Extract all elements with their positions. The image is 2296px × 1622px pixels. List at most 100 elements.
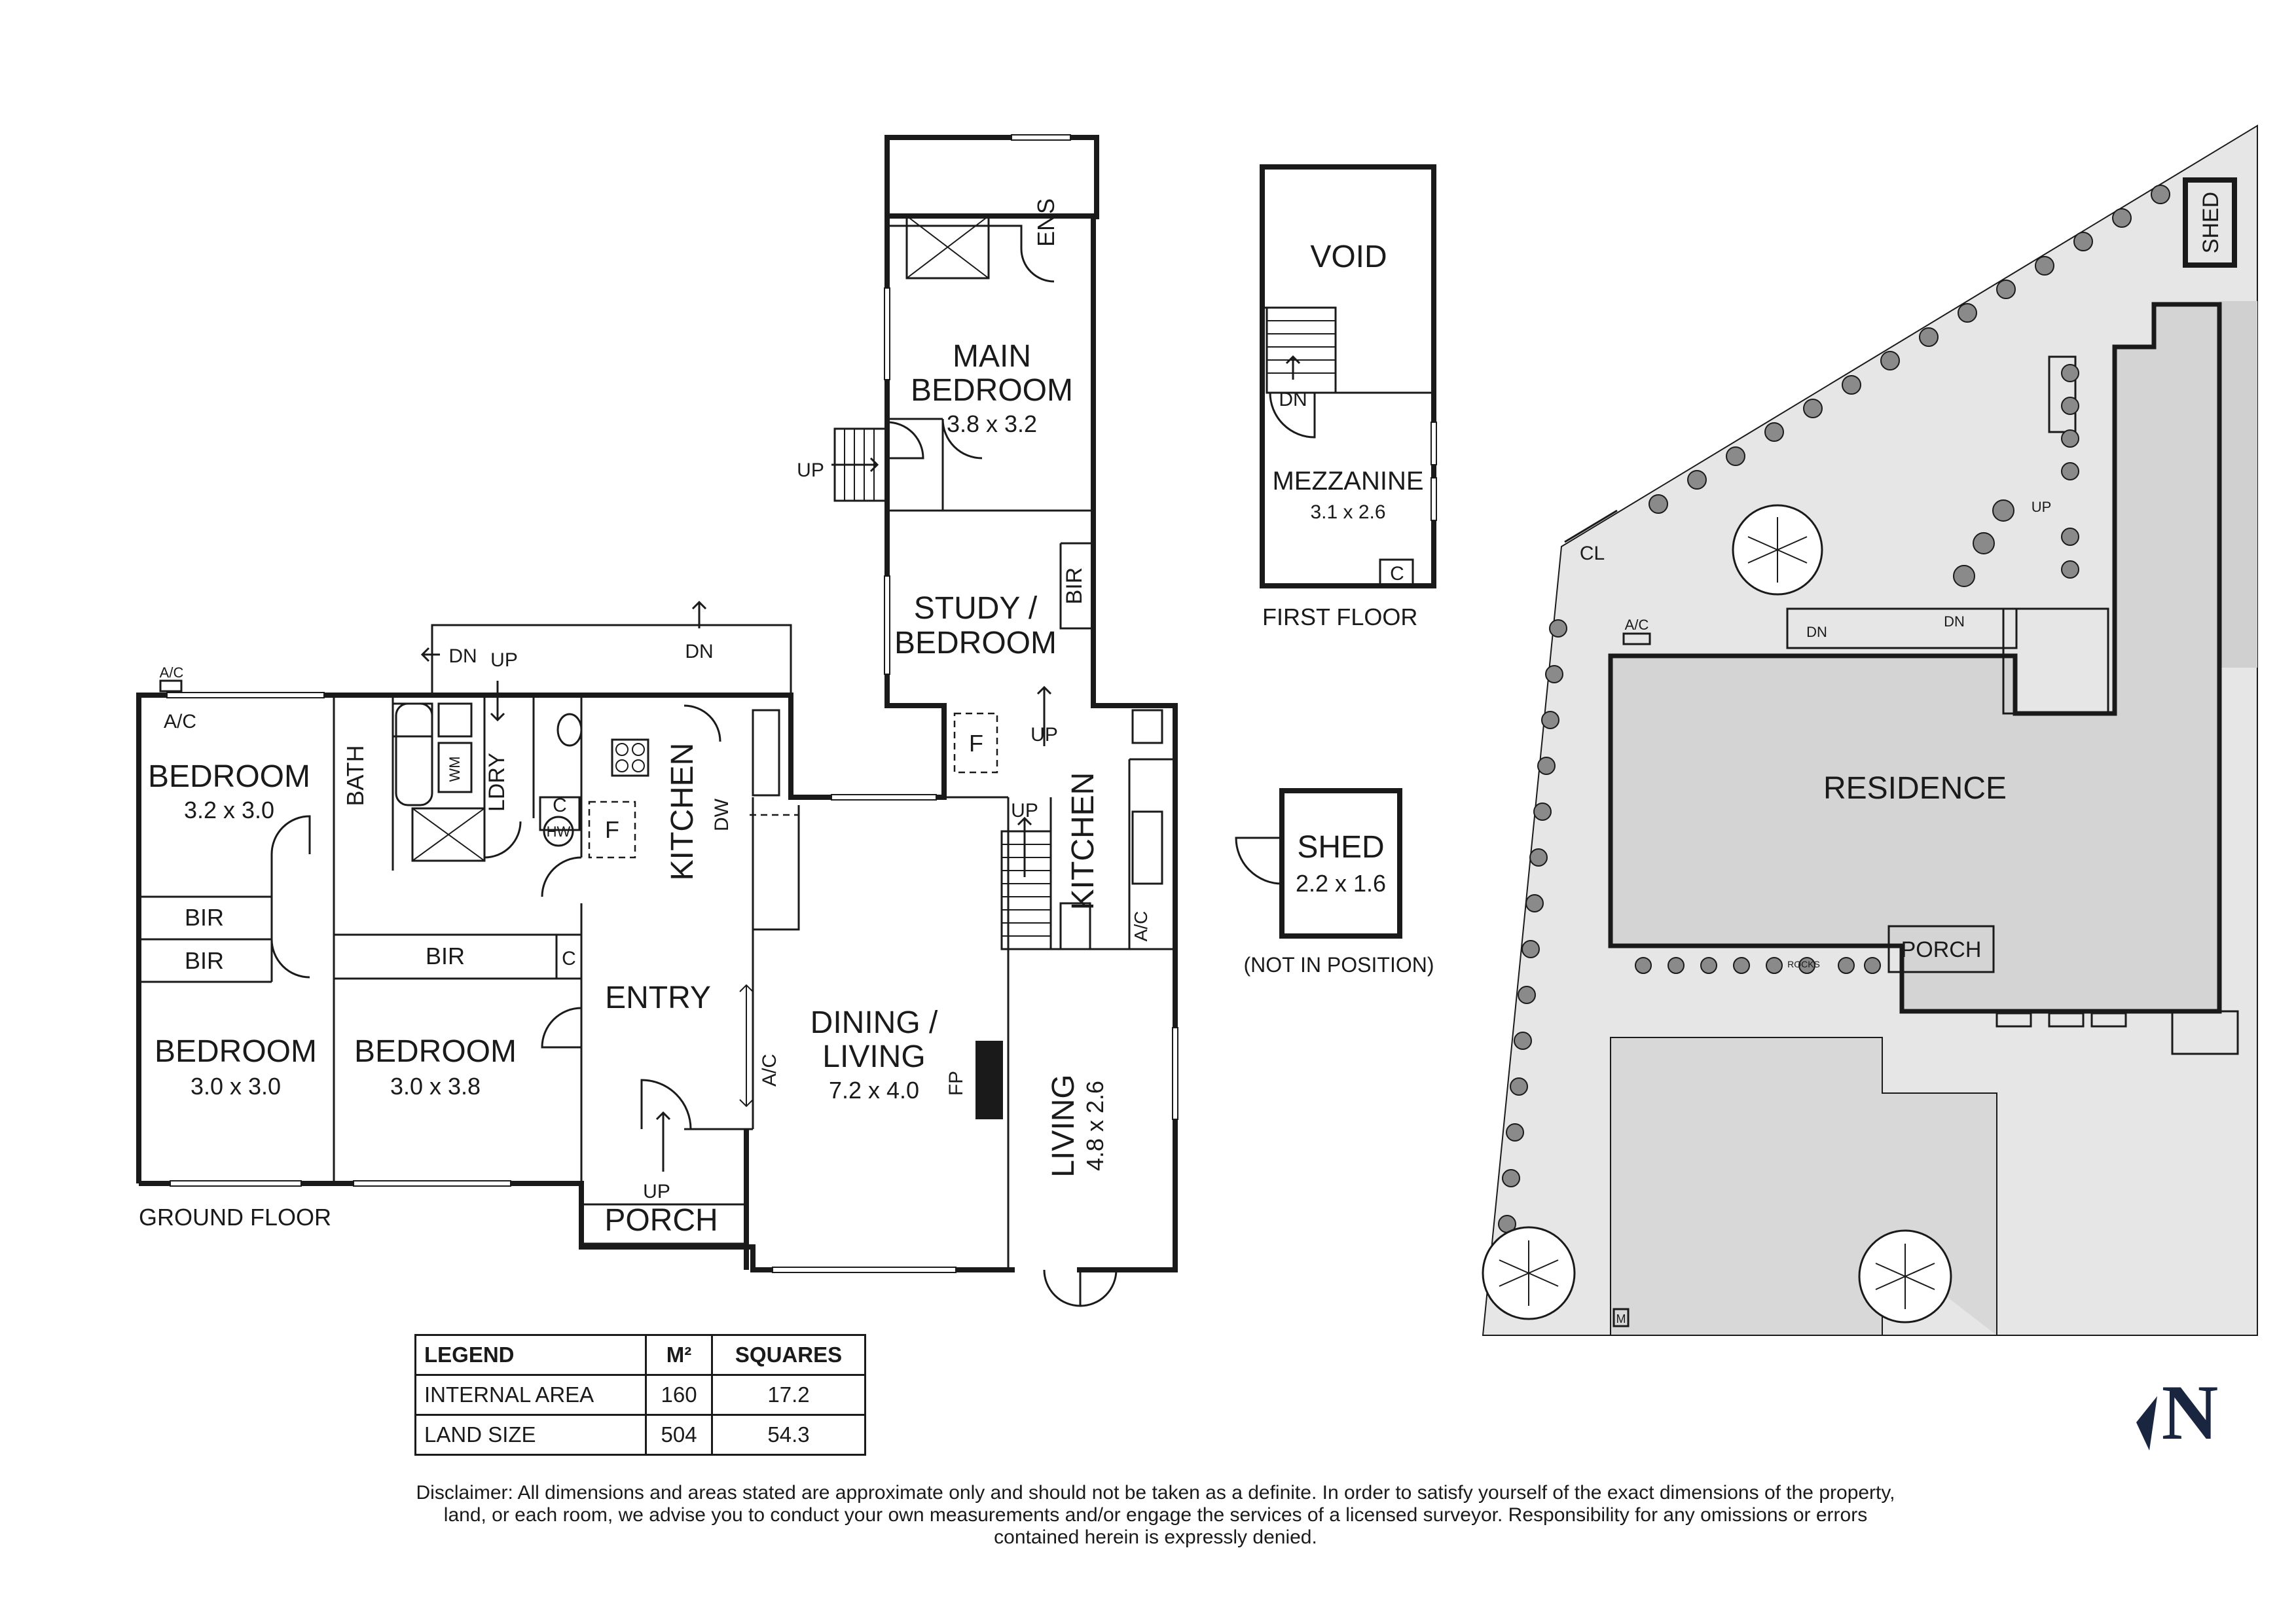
window [1430,477,1437,521]
legend-row-squares: 54.3 [711,1414,866,1456]
ac-unit-ext [159,679,183,693]
legend-table: LEGEND M² SQUARES INTERNAL AREA 160 17.2… [414,1334,866,1456]
shrub [1522,940,1540,958]
shower [905,216,990,279]
legend-row-m2: 160 [645,1374,713,1416]
door-hall [270,939,310,979]
bir-label-3: BIR [426,943,465,969]
fridge-label: F [605,816,619,843]
shower-tray-cross [412,808,485,861]
meter-box [1613,1308,1630,1327]
deck-outline [431,624,792,704]
shrub [1635,957,1652,974]
legend-row-label: INTERNAL AREA [414,1374,647,1416]
fridge-space-2 [953,712,998,774]
door-main-ext [886,421,924,460]
living-label: LIVING [1046,1074,1081,1177]
dining-living-size: 7.2 x 4.0 [829,1077,919,1104]
first-floor-plan: VOID DN MEZZANINE 3.1 x 2.6 C FIRST FLOO… [1260,164,1437,630]
shrub [1510,1077,1528,1096]
ground-floor-plan: BEDROOM 3.2 x 3.0 BEDROOM 3.0 x 3.0 BEDR… [136,134,1178,1307]
window [170,1180,302,1187]
dishwasher-outline [750,812,800,923]
arrow-up-stairs [1017,816,1032,877]
legend-row-label: LAND SIZE [414,1414,647,1456]
ac-label-ext: A/C [160,664,184,681]
toilet [556,713,583,747]
shrub [1766,957,1783,974]
porch-step [581,1203,748,1245]
cooktop [611,738,649,777]
bedroom-1-label: BEDROOM [148,759,310,794]
up-label-stairs: UP [1011,800,1038,821]
door-bed3 [541,1007,582,1049]
shrub [1842,375,1861,395]
bir-label-study: BIR [1062,568,1087,605]
arrow-dn-deck-2 [420,647,440,662]
shrub [2061,364,2079,382]
shrub [1798,957,1815,974]
window [1430,422,1437,465]
shrub [1958,303,1977,323]
legend-row-internal-area: INTERNAL AREA 160 17.2 [414,1374,866,1416]
mezz-stair-swing [1269,392,1316,439]
clothesline [1564,509,1618,543]
arrow-up-kitchen [1036,685,1052,746]
study-label-1: STUDY / [914,591,1038,626]
main-bedroom-label-2: BEDROOM [911,373,1073,408]
kitchen-1-label: KITCHEN [665,743,700,881]
site-plan: RESIDENCE PORCH SHED CL UP DN DN A/C ROC… [1482,124,2258,1336]
arrow-dn-mezz [1285,355,1301,380]
kitchen2-bench [1128,758,1175,949]
site-deck-2 [2002,607,2109,715]
bedroom-2-label: BEDROOM [155,1034,317,1069]
mezz-dn-label: DN [1279,389,1307,410]
shower-cross [906,215,989,279]
bir-label-2: BIR [185,947,224,974]
door-bed1 [270,815,311,855]
shrub [1953,565,1975,587]
ensuite-label: ENS [1032,198,1059,247]
north-arrow-icon: N [2136,1373,2218,1456]
legend-header-row: LEGEND M² SQUARES [414,1334,866,1376]
shed-door [1235,837,1283,885]
up-label-deck: UP [490,649,518,671]
shrub [2061,560,2079,579]
shrub [1764,422,1784,442]
window [884,575,890,675]
site-step [2171,1010,2239,1055]
shrub [1549,619,1567,638]
shrub [1733,957,1750,974]
entry-label: ENTRY [605,981,711,1015]
door-study [941,418,983,511]
shrub [1880,351,1900,370]
arrow-up-main [831,457,879,473]
cupboard-entry [555,933,583,980]
burner [615,743,629,756]
shrub [2073,232,2093,251]
shrub [1502,1169,1520,1187]
shrub [1533,802,1552,821]
mezz-cupboard-label: C [1390,563,1404,585]
window [884,287,890,380]
site-dn-label-2: DN [1944,613,1965,630]
stair-box [1000,830,1052,950]
mezzanine-size: 3.1 x 2.6 [1310,501,1385,523]
mezzanine-label: MEZZANINE [1272,467,1423,496]
wm-label: WM [446,756,463,782]
legend-row-land-size: LAND SIZE 504 54.3 [414,1414,866,1456]
site-dn-label-1: DN [1806,624,1827,640]
window [1172,1027,1178,1120]
shrub [1864,957,1881,974]
hot-water-unit [543,816,574,847]
bedroom-1-size: 3.2 x 3.0 [184,797,274,823]
bath-label: BATH [342,745,369,806]
bedroom-2-size: 3.0 x 3.0 [191,1073,281,1100]
shed-detail-note: (NOT IN POSITION) [1244,953,1434,977]
legend-header-m2: M² [645,1334,713,1376]
shrub [1973,532,1995,554]
mezz-stairs [1266,306,1337,394]
shed-detail: SHED 2.2 x 1.6 (NOT IN POSITION) [1235,788,1434,977]
fridge-label-2: F [969,730,983,757]
